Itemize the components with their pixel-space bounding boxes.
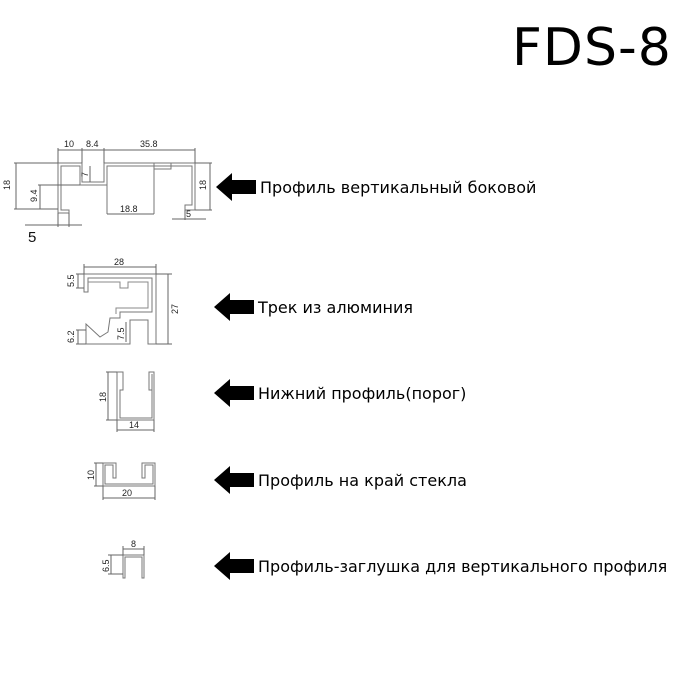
label-end-cap-profile: Профиль-заглушка для вертикального профи… [258, 556, 668, 576]
label-row-vertical-side: Профиль вертикальный боковой [216, 172, 536, 202]
label-row-end-cap: Профиль-заглушка для вертикального профи… [214, 551, 667, 581]
drawing-vertical-side-profile: 10 8.4 35.8 18 9.4 7 18.8 18 5 5 [0, 130, 225, 250]
dim-9-4: 9.4 [29, 189, 39, 202]
label-vertical-side-profile: Профиль вертикальный боковой [260, 177, 537, 197]
drawing-bottom-threshold: 18 14 [96, 362, 166, 437]
dim-5-left: 5 [28, 229, 36, 246]
dim-18-8: 18.8 [120, 204, 138, 214]
label-row-bottom-threshold: Нижний профиль(порог) [214, 378, 466, 408]
dim-6-2: 6.2 [66, 330, 76, 343]
label-glass-edge-profile: Профиль на край стекла [258, 470, 467, 490]
dim-28: 28 [114, 257, 124, 267]
dim-18: 18 [98, 392, 108, 402]
dim-7: 7 [80, 172, 90, 177]
dim-8-4: 8.4 [86, 139, 99, 149]
dim-5-right: 5 [186, 209, 191, 219]
dim-18-left: 18 [2, 180, 12, 190]
dim-10: 10 [86, 470, 96, 480]
dim-27: 27 [170, 304, 180, 314]
drawing-glass-edge-profile: 10 20 [84, 455, 164, 505]
dim-18-right: 18 [198, 180, 208, 190]
arrow-left-icon [214, 379, 254, 407]
dim-6-5: 6.5 [101, 559, 111, 572]
drawing-end-cap: 8 6.5 [100, 538, 150, 580]
label-bottom-threshold: Нижний профиль(порог) [258, 383, 467, 403]
arrow-left-icon [214, 466, 254, 494]
label-row-aluminium-track: Трек из алюминия [214, 292, 413, 322]
dim-7-5: 7.5 [116, 327, 126, 340]
dim-5-5: 5.5 [66, 274, 76, 287]
label-aluminium-track: Трек из алюминия [258, 297, 413, 317]
dim-20: 20 [122, 488, 132, 498]
arrow-left-icon [216, 173, 256, 201]
product-title: FDS-8 [512, 18, 672, 78]
dim-14: 14 [129, 420, 139, 430]
arrow-left-icon [214, 293, 254, 321]
drawing-aluminium-track: 28 27 5.5 6.2 7.5 [60, 252, 180, 352]
dim-10: 10 [64, 139, 74, 149]
arrow-left-icon [214, 552, 254, 580]
dim-8: 8 [131, 539, 136, 549]
label-row-glass-edge: Профиль на край стекла [214, 465, 467, 495]
dim-35-8: 35.8 [140, 139, 158, 149]
